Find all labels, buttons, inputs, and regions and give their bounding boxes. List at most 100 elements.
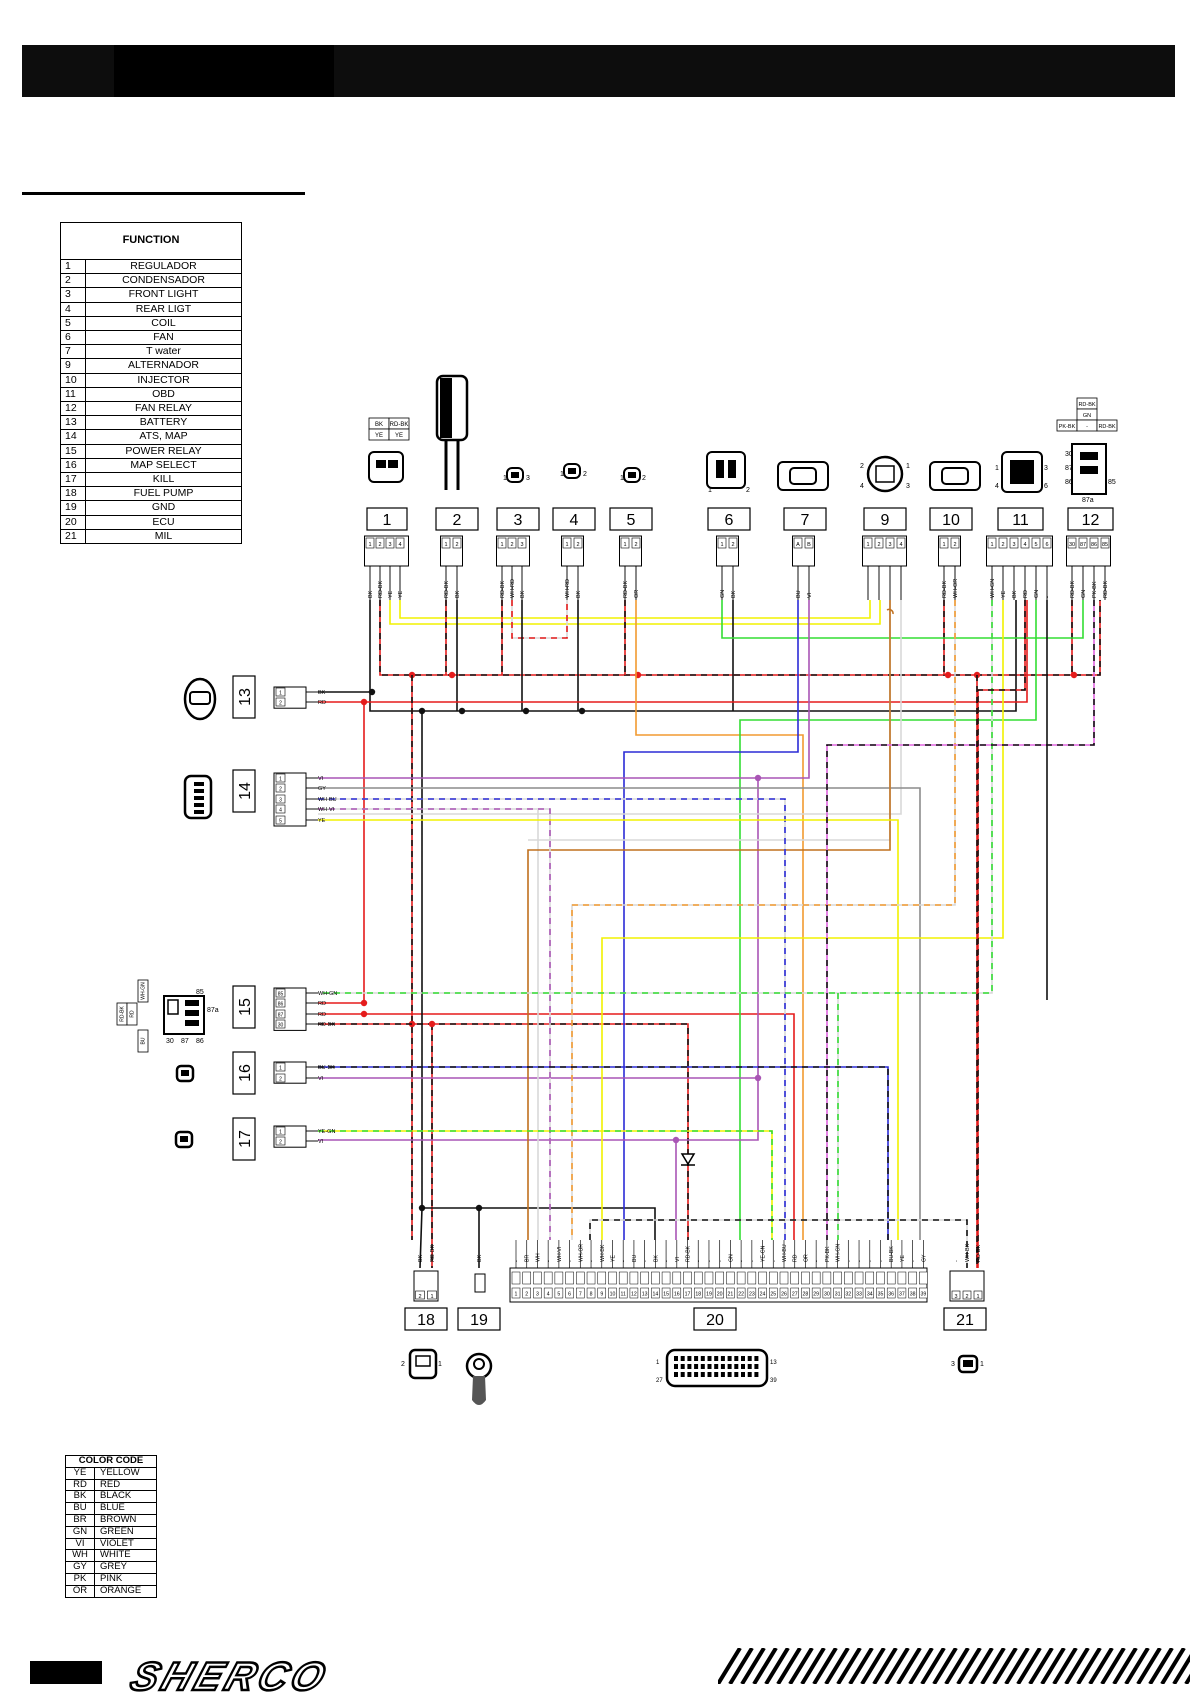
pin-cell [793,537,803,549]
label-cell-text: WH-GN [141,982,147,1000]
wire-code: GY [318,786,326,792]
pin-side-label: 86 [1065,479,1073,486]
stripe [1136,1648,1162,1684]
title-underline [22,192,305,195]
connector-number-box [366,507,408,531]
pin-cell [717,537,727,549]
ecu-pin-number: 3 [536,1292,539,1298]
ecu-pin-cell [640,1271,649,1285]
stripe [908,1648,934,1684]
pin-cell [275,1136,286,1146]
pin-housing [986,535,1053,567]
wire-code: - [954,1260,960,1262]
ecu-pin-number-cell [790,1287,799,1299]
wire-code: BK [576,590,582,598]
label-cell [1096,419,1118,432]
wire-code: WH-VI [318,807,335,813]
ecu-pin-number-cell [554,1287,564,1299]
ecu-pin-cell [608,1271,617,1285]
pin-cell [275,1126,286,1136]
color-name: ORANGE [94,1584,157,1598]
ecu-pin-number-cell [618,1287,628,1299]
wire-code: BU-BK [318,1065,335,1071]
pin-number: 2 [634,542,637,548]
fuel-pump-pins-icon [415,1355,431,1367]
ecu-pin-icon [687,1356,692,1361]
wire-code: - [878,1260,884,1262]
battery-inner-icon [189,691,211,705]
pin-number: 2 [965,1294,968,1300]
junction-dot [428,1020,436,1028]
label-cell-text: GN [1083,413,1091,419]
junction-dot [1070,671,1078,679]
wire-code: RD [318,700,326,706]
wire [422,1207,656,1240]
junction-dot [754,774,762,782]
wire-code: WH-GN [990,579,996,598]
stripe [896,1648,922,1684]
pin-number: 2 [418,1294,421,1300]
wire-code: VI [807,592,813,598]
pin-side-label: 86 [196,1038,204,1045]
function-name: FUEL PUMP [85,486,242,502]
pin-number: 1 [368,542,371,548]
ecu-pin-number-cell [822,1287,832,1299]
ecu-pin-cell [618,1271,628,1285]
stripe [956,1648,982,1684]
pin-side-label: 1 [906,463,910,470]
junction-dot [672,1136,680,1144]
connector-number: 14 [237,782,254,800]
label-cell-text: YE [375,433,383,439]
pin-side-label: 6 [1044,483,1048,490]
wire-code: GN [1034,590,1040,598]
stripe [1016,1648,1042,1684]
stripe [1160,1648,1186,1684]
pin-side-label: 27 [656,1378,663,1384]
wire [318,600,902,815]
wire [318,787,921,1240]
ecu-pin-number: 17 [685,1292,691,1298]
connector-number: 2 [453,512,462,529]
wire-code: WH [535,1253,541,1262]
connector-number-box [693,1307,737,1331]
ecu-pin-number-cell [715,1287,724,1299]
pin-cell [885,537,895,549]
ecu-pin-cell [704,1271,714,1285]
wire-code: - [643,1260,649,1262]
wire-code: PK-BK [825,1246,831,1262]
wire-stripe [318,1066,889,1240]
mil-pin-icon [963,1360,973,1367]
wire [399,600,871,619]
wire-stripe [571,600,956,1240]
pin-side-label: 85 [196,989,204,996]
function-name: CONDENSADOR [85,273,242,289]
ecu-pin-number-cell [629,1287,639,1299]
wire-code: - [868,1260,874,1262]
ecu-pin-cell [790,1271,799,1285]
function-name: POWER RELAY [85,443,242,459]
connector-number: 6 [725,512,734,529]
wire-code: YE [1001,590,1007,598]
ecu-pin-number-cell [672,1287,682,1299]
wire-code: RD-BK [1070,581,1076,598]
ecu-pin-cell [758,1271,767,1285]
stripe [884,1648,910,1684]
pin-number: 85 [1102,542,1108,548]
wire-code: - [857,1260,863,1262]
function-name: FRONT LIGHT [85,287,242,303]
wire-code: BK [368,590,374,598]
wire-stripe [318,1023,689,1240]
connector-number-box [496,507,540,531]
ecu-pin-icon [741,1364,745,1369]
map-pin-icon [194,803,204,807]
pin-number: 85 [278,992,284,998]
connector-number-box [609,507,653,531]
function-table-header: FUNCTION [60,222,242,260]
pin-number: 6 [1045,542,1048,548]
pin-cell [517,537,527,549]
